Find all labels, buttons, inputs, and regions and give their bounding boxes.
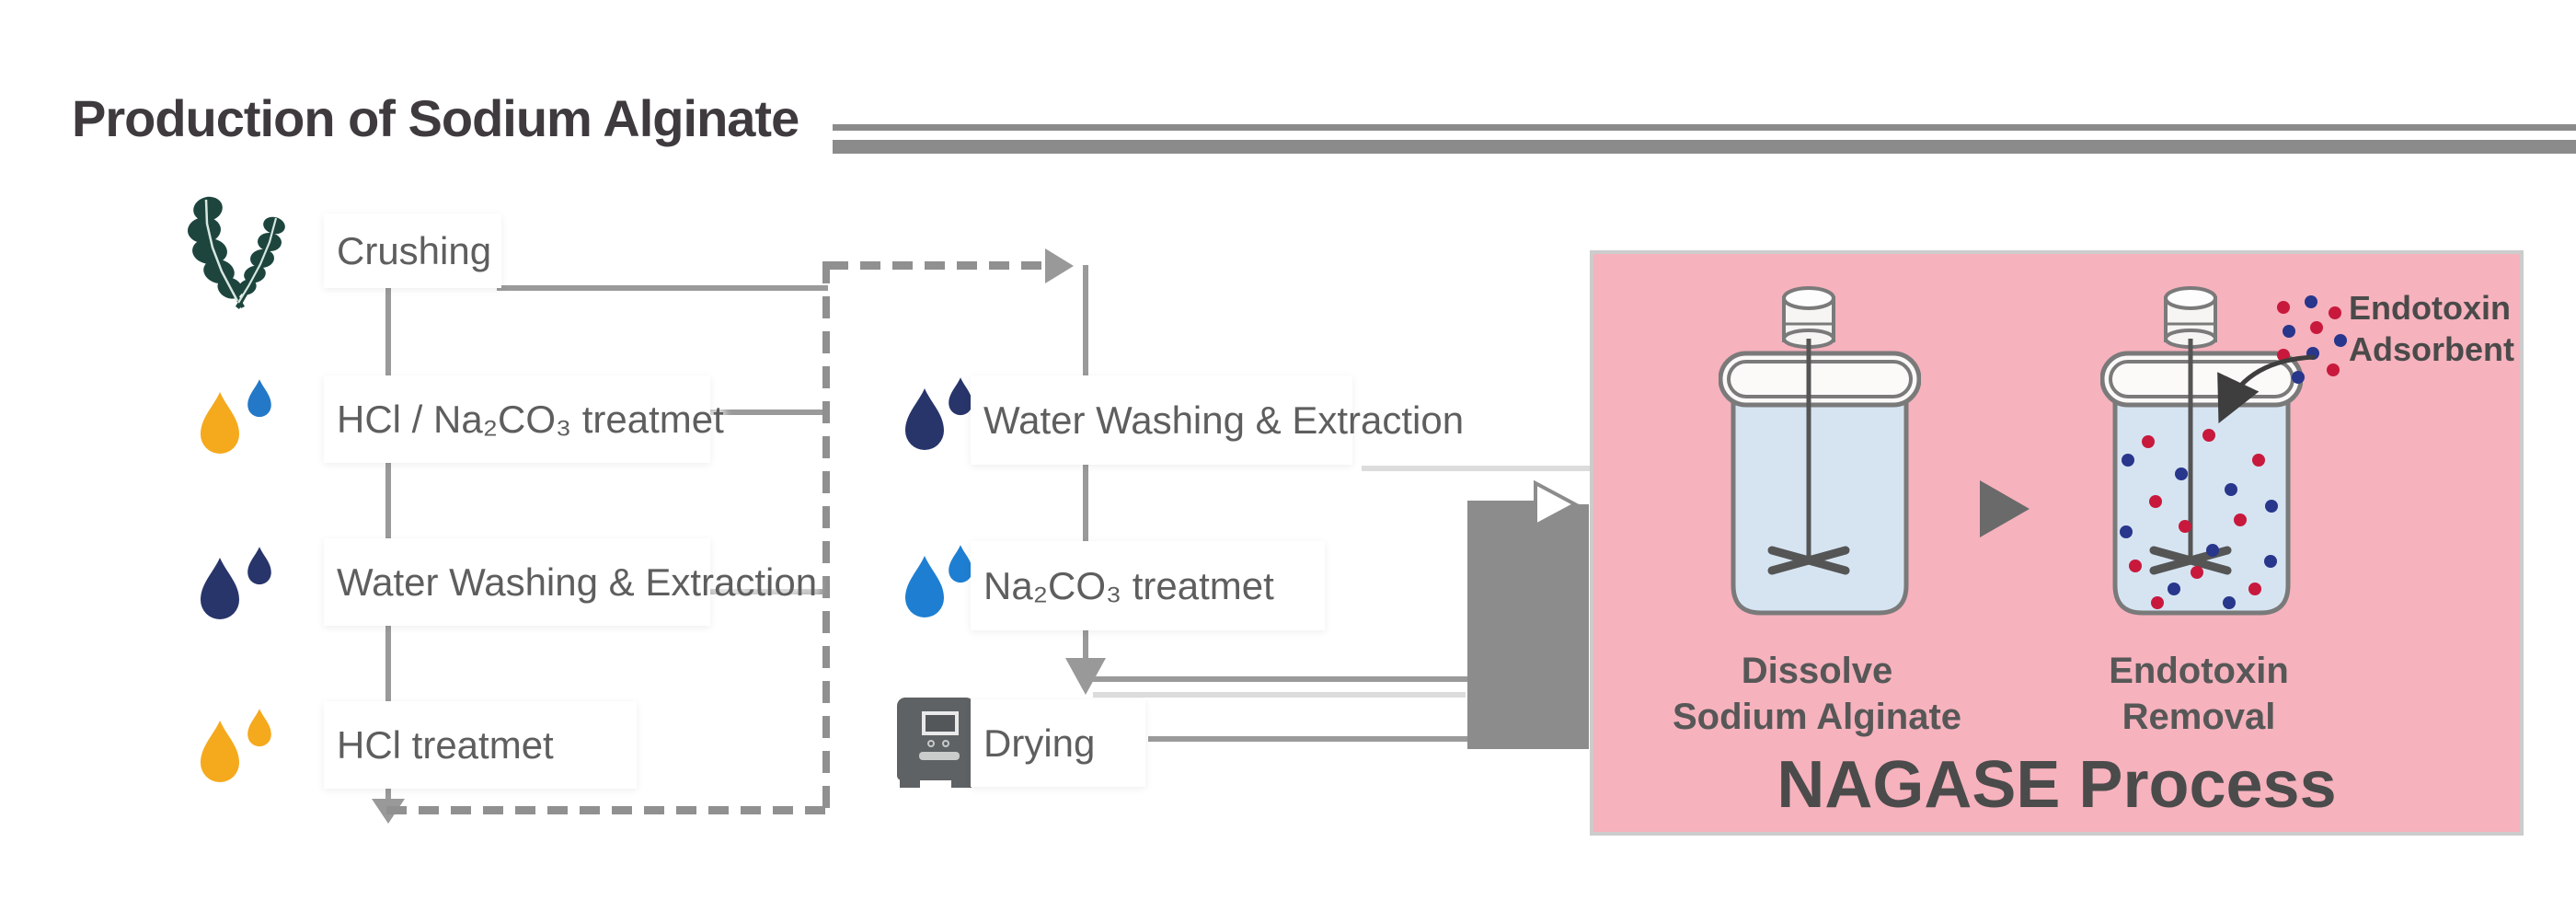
adsorbent-label-line2: Adsorbent bbox=[2349, 330, 2514, 368]
yellow-droplet-large-icon bbox=[201, 721, 239, 782]
yellow-droplet-large-icon bbox=[201, 392, 239, 454]
blue-droplet-small-icon bbox=[247, 379, 271, 418]
navy-droplet-large-icon bbox=[905, 388, 944, 450]
connector-washing2-right-light bbox=[1362, 466, 1590, 471]
step-label: Water Washing & Extraction bbox=[337, 560, 818, 604]
step-label: Na₂CO₃ treatmet bbox=[983, 563, 1274, 607]
navy-droplet-large-icon bbox=[201, 558, 239, 619]
navy-droplet-small-icon bbox=[949, 377, 972, 416]
adsorbent-label-line1: Endotoxin bbox=[2349, 289, 2511, 327]
page-title: Production of Sodium Alginate bbox=[72, 89, 799, 147]
step-box-hcl-treatment: HCl treatmet bbox=[324, 701, 637, 789]
feed-arrow-shaft bbox=[1467, 501, 1541, 505]
step-label: HCl / Na₂CO₃ treatmet bbox=[337, 397, 724, 441]
dashed-line-vertical bbox=[822, 261, 830, 813]
step-box-drying: Drying bbox=[971, 699, 1145, 787]
curved-arrow-icon bbox=[2217, 354, 2316, 424]
endotoxin-removal-label-line2: Removal bbox=[2122, 697, 2276, 737]
blue-droplet-small-icon bbox=[949, 545, 972, 583]
connector-hcl-to-washing bbox=[385, 463, 391, 540]
feed-arrow-open-icon bbox=[1534, 480, 1579, 528]
connector-washing-to-hcl2 bbox=[385, 626, 391, 703]
endotoxin-dots bbox=[2120, 429, 2278, 609]
endotoxin-removal-label: Endotoxin Removal bbox=[2006, 648, 2392, 740]
stirred-beaker-dots-icon bbox=[2100, 286, 2303, 616]
header-rule-thick bbox=[833, 140, 2576, 154]
step-label: HCl treatmet bbox=[337, 722, 554, 767]
endotoxin-removal-label-line1: Endotoxin bbox=[2109, 651, 2289, 691]
connector-entry-col2 bbox=[1083, 265, 1088, 377]
seaweed-icon bbox=[188, 196, 285, 309]
connector-hcl2-down-stub bbox=[385, 789, 391, 802]
dissolve-label: Dissolve Sodium Alginate bbox=[1619, 648, 2015, 740]
step-box-na2co3-treatment: Na₂CO₃ treatmet bbox=[971, 541, 1325, 630]
adsorbent-label: Endotoxin Adsorbent bbox=[2349, 287, 2514, 370]
connector-crushing-to-hcl bbox=[385, 288, 391, 377]
step-box-water-washing-1: Water Washing & Extraction bbox=[324, 538, 817, 626]
step-label: Drying bbox=[983, 721, 1096, 765]
blue-droplet-large-icon bbox=[905, 556, 944, 617]
connector-hcl-right bbox=[710, 410, 828, 415]
header-rule-thin bbox=[833, 124, 2576, 131]
dryer-machine-icon bbox=[897, 695, 974, 789]
arrow-right-dark-icon bbox=[1980, 480, 2030, 537]
connector-washing2-to-na2co3 bbox=[1083, 465, 1088, 543]
connector-junction-upper bbox=[1093, 676, 1469, 682]
step-box-crushing: Crushing bbox=[324, 213, 501, 288]
yellow-droplet-small-icon bbox=[247, 709, 271, 747]
adsorbent-dots-icon bbox=[2277, 295, 2347, 384]
dashed-line-top bbox=[828, 261, 1047, 270]
step-box-hcl-na2co3: HCl / Na₂CO₃ treatmet bbox=[324, 375, 724, 463]
connector-crushing-right bbox=[497, 285, 828, 291]
step-box-water-washing-2: Water Washing & Extraction bbox=[971, 375, 1464, 465]
connector-na2co3-down bbox=[1083, 630, 1088, 660]
step-label: Crushing bbox=[337, 228, 492, 272]
navy-droplet-small-icon bbox=[247, 547, 271, 585]
arrow-right-icon bbox=[1045, 248, 1074, 283]
dashed-line-bottom bbox=[386, 806, 830, 814]
dissolve-label-line2: Sodium Alginate bbox=[1672, 697, 1962, 737]
step-label: Water Washing & Extraction bbox=[983, 398, 1465, 442]
connector-washing-right bbox=[710, 589, 828, 594]
stirred-beaker-icon bbox=[1719, 286, 1921, 616]
connector-junction-upper-light bbox=[1093, 692, 1466, 698]
nagase-panel-title: NAGASE Process bbox=[1777, 748, 2337, 822]
feed-bar bbox=[1467, 504, 1589, 749]
dissolve-label-line1: Dissolve bbox=[1741, 651, 1893, 691]
connector-drying-right bbox=[1148, 736, 1469, 742]
